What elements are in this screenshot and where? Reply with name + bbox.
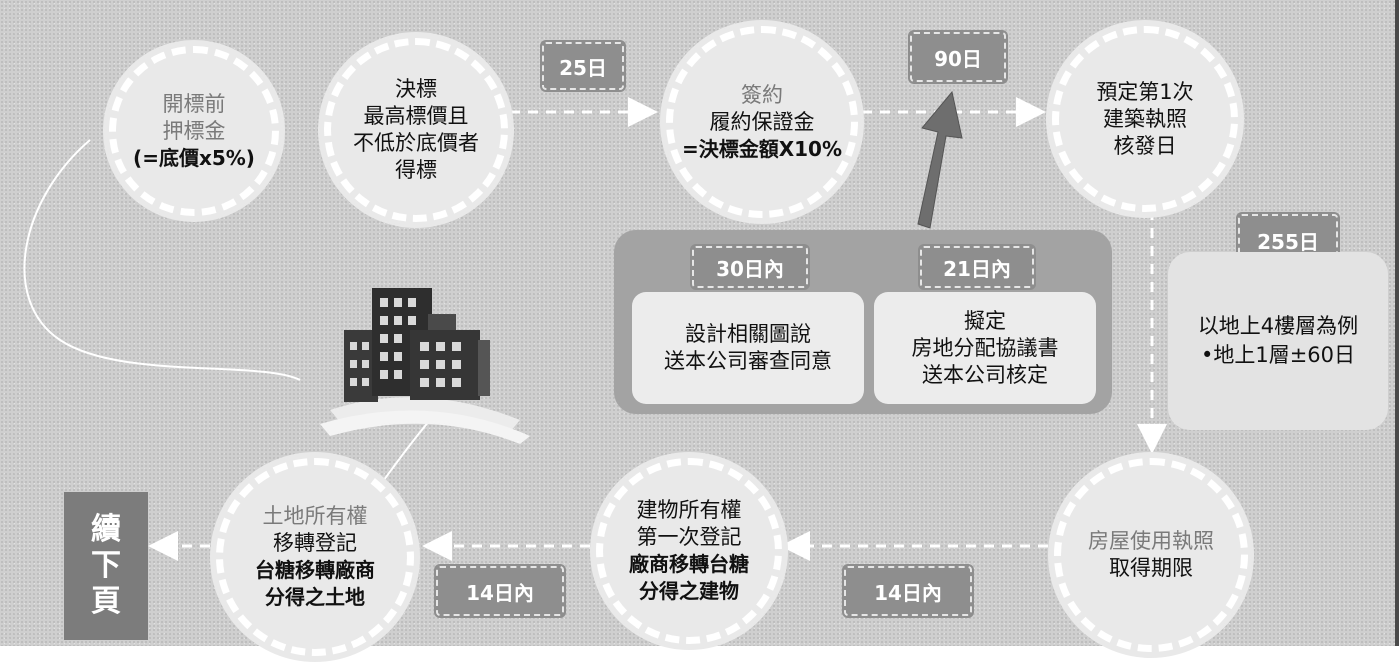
node-line: 不低於底價者 (353, 131, 479, 155)
node-line: 廠商移轉台糖 (629, 552, 749, 576)
node-line: 建築執照 (1103, 106, 1187, 131)
node-line: 最高標價且 (363, 104, 469, 128)
node-building-permit: 預定第1次 建築執照 核發日 (1046, 20, 1244, 218)
continue-next-page-label: 續 下 頁 (64, 492, 148, 640)
node-line: 房屋使用執照 (1088, 529, 1214, 553)
design-review-line: 送本公司審查同意 (664, 349, 832, 373)
continue-char: 下 (91, 548, 121, 583)
continue-char: 續 (91, 512, 121, 547)
allocation-agreement-box: 擬定 房地分配協議書 送本公司核定 (874, 292, 1096, 404)
node-land-registration: 土地所有權 移轉登記 台糖移轉廠商 分得之土地 (210, 452, 420, 662)
node-line: 簽約 (741, 82, 783, 107)
node-line: 開標前 (162, 91, 226, 116)
node-line: 建物所有權 (636, 498, 742, 522)
node-building-registration: 建物所有權 第一次登記 廠商移轉台糖 分得之建物 (590, 452, 788, 650)
node-line: 台糖移轉廠商 (255, 558, 375, 582)
node-line: 移轉登記 (273, 531, 357, 555)
node-ring (1052, 26, 1238, 212)
agreement-line: 擬定 (964, 308, 1006, 333)
badge-90-days: 90日 (908, 30, 1008, 84)
node-line: 得標 (395, 158, 437, 182)
badge-14-days-left: 14日內 (434, 564, 566, 618)
node-line: 分得之建物 (639, 579, 739, 603)
continue-char: 頁 (91, 584, 121, 619)
node-line: 分得之土地 (265, 585, 365, 609)
node-ring (109, 46, 279, 216)
agreement-line: 送本公司核定 (922, 362, 1048, 387)
design-review-line: 設計相關圖說 (685, 322, 811, 346)
badge-25-days: 25日 (540, 40, 626, 92)
agreement-line: 房地分配協議書 (911, 335, 1059, 360)
connector-layer (23, 90, 1167, 646)
note-line: 以地上4樓層為例 (1197, 314, 1359, 338)
floor-example-note: 以地上4樓層為例 •地上1層±60日 (1168, 252, 1388, 430)
node-line: 取得期限 (1109, 556, 1193, 580)
node-use-permit: 房屋使用執照 取得期限 (1048, 452, 1254, 658)
node-ring (666, 26, 858, 218)
node-line: 履約保證金 (709, 109, 815, 134)
node-line: (=底價x5%) (133, 145, 255, 170)
node-line: 押標金 (162, 118, 226, 143)
node-ring (324, 38, 508, 222)
node-line: 第一次登記 (636, 525, 742, 549)
big-arrow-icon (917, 90, 963, 229)
node-line: 預定第1次 (1096, 79, 1194, 104)
badge-14-days-right: 14日內 (842, 564, 974, 618)
node-line: 土地所有權 (262, 504, 368, 528)
node-contract: 簽約 履約保證金 =決標金額X10% (660, 20, 864, 224)
node-ring (596, 458, 782, 644)
right-border (1395, 0, 1399, 646)
node-line: =決標金額X10% (681, 136, 843, 161)
node-award: 決標 最高標價且 不低於底價者 得標 (318, 32, 514, 228)
badge-30-days: 30日內 (690, 244, 810, 290)
design-review-box: 設計相關圖說 送本公司審查同意 (632, 292, 864, 404)
node-line: 核發日 (1113, 133, 1177, 158)
node-pre-bid-deposit: 開標前 押標金 (=底價x5%) (103, 40, 285, 222)
note-line: •地上1層±60日 (1200, 343, 1356, 367)
buildings-icon (320, 288, 530, 444)
node-line: 決標 (395, 77, 437, 101)
decor-curve-1 (23, 139, 301, 381)
badge-21-days: 21日內 (918, 244, 1036, 290)
